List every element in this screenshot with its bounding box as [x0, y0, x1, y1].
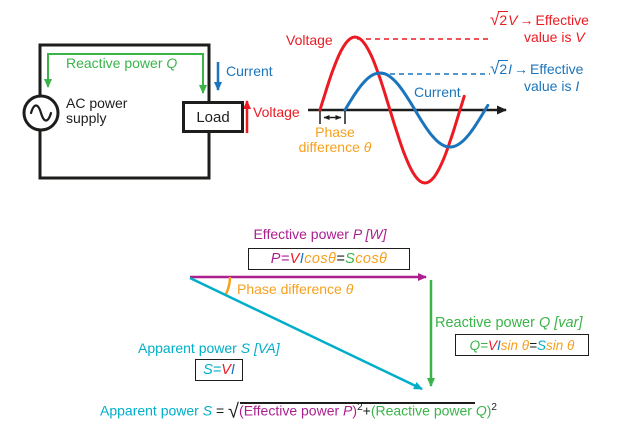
sine-glyph-icon [29, 104, 53, 122]
radicand: 2 [498, 60, 509, 77]
eq-squared-1: 2 [357, 402, 363, 413]
term-cos2: cosθ [355, 251, 388, 267]
apparent-power-title: Apparent power S [VA] [138, 340, 280, 356]
radical-sign: √ [490, 10, 500, 29]
voltage-wave [318, 35, 466, 185]
eq-radical-group: √(Effective power P)2+(Reactive power Q)… [228, 402, 497, 422]
eq-apparent-label: Apparent power [100, 402, 203, 419]
radicand: 2 [498, 11, 509, 28]
term-s: S [537, 337, 547, 353]
wave-current-label: Current [414, 84, 461, 100]
eq-radical-sign: √ [228, 400, 240, 423]
term-s: S [345, 251, 356, 267]
circuit-voltage-label: Voltage [253, 104, 300, 120]
eq-effective-var: P [343, 402, 353, 419]
current-note-line1: √2I→Effective [490, 59, 584, 78]
eq-reactive-open: (Reactive power [370, 402, 476, 419]
voltage-note-line1: √2V→Effective [490, 10, 589, 29]
eq-squared-2: 2 [491, 402, 497, 413]
wave-phase-difference-label: Phase difference θ [285, 125, 385, 155]
term-v: V [289, 251, 300, 267]
current-effective-note: √2I→Effective value is I [490, 60, 583, 95]
triangle-phase-difference-label: Phase difference θ [237, 281, 354, 297]
circuit-current-label: Current [226, 63, 273, 79]
voltage-effective-note: √2V→Effective value is V [490, 11, 589, 46]
ac-supply-line2: supply [66, 110, 107, 126]
term-q: Q= [469, 337, 488, 353]
reactive-power-flow-arrow [44, 53, 207, 94]
effective-power-title: Effective power P [W] [253, 226, 387, 242]
term-v: V [488, 337, 498, 353]
circuit-reactive-power-label: Reactive power Q [66, 55, 178, 72]
eq-reactive-close: ) [486, 402, 492, 419]
load-box: Load [182, 101, 244, 133]
term-i: I [497, 337, 501, 353]
apparent-power-vector-arrow [189, 276, 423, 391]
eq-equals: = [212, 402, 229, 419]
load-label: Load [196, 108, 230, 126]
term-cos1: cosθ [304, 251, 337, 267]
label-text: Reactive power [66, 55, 167, 71]
term-sin1: sin θ [500, 337, 530, 353]
eq-effective-open: (Effective power [239, 402, 344, 419]
eq-reactive-var: Q [475, 402, 487, 419]
phase-line1: Phase [315, 124, 355, 140]
voltage-note-line2: value is V [524, 29, 585, 45]
radical-sign: √ [490, 59, 500, 78]
term-i: I [299, 251, 305, 267]
wave-voltage-label: Voltage [286, 32, 333, 48]
term-p: P= [270, 251, 290, 267]
term-eq: = [529, 337, 538, 353]
ac-supply-line1: AC power [66, 95, 128, 111]
current-var: I [508, 61, 513, 77]
current-note-line2: value is I [524, 78, 580, 94]
phase-line2: difference θ [298, 139, 372, 155]
term-i: I [230, 362, 235, 378]
voltage-var: V [508, 12, 518, 28]
eq-vinculum [240, 402, 476, 404]
term-sin2: sin θ [546, 337, 575, 353]
apparent-power-equation: Apparent power S = √(Effective power P)2… [100, 402, 497, 422]
arrow-glyph: → [519, 12, 534, 28]
arrow-glyph: → [514, 61, 529, 77]
eq-apparent-var: S [202, 402, 213, 419]
eq-plus: + [362, 402, 371, 419]
current-wave [343, 71, 490, 149]
term-eq: = [336, 251, 346, 267]
reactive-power-title: Reactive power Q [var] [435, 315, 583, 331]
eq-effective-close: ) [352, 402, 358, 419]
label-var: Q [166, 55, 178, 71]
term-s: S= [203, 362, 222, 378]
term-v: V [221, 362, 231, 378]
ac-supply-label: AC power supply [66, 96, 127, 126]
phase-angle-arc [224, 276, 232, 295]
